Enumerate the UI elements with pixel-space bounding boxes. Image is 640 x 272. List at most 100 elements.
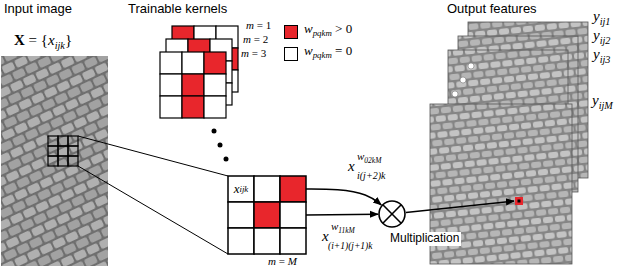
ellipsis-dot (212, 129, 217, 134)
text-part: 11kM (338, 226, 354, 235)
text-part: = 1 (254, 19, 271, 31)
power-base: x (348, 158, 355, 175)
patch-cell (48, 156, 58, 166)
kernel-cell (228, 228, 254, 254)
text-part: x (48, 32, 55, 48)
patch-cell (58, 156, 68, 166)
text-part: y (593, 8, 600, 24)
panel-title: Output features (447, 2, 537, 17)
patch-cell (48, 146, 58, 156)
output-pixel (515, 197, 523, 205)
text-part: m (246, 19, 254, 31)
ellipsis-dot (452, 91, 458, 97)
text-part: ijk (239, 184, 248, 194)
power-base: x (322, 228, 329, 245)
kernel-index: m = 2 (243, 33, 268, 46)
otimes-stroke (383, 205, 401, 223)
feature-symbol: yij3 (593, 46, 610, 65)
power-subscript: i(j+2)k (357, 170, 385, 182)
text-part: w (331, 220, 338, 232)
text-part: m (241, 47, 249, 59)
kernel-cell (182, 74, 204, 96)
feature-symbol: yij1 (593, 8, 610, 27)
patch-cell (48, 136, 58, 146)
kernel-cell (204, 52, 226, 74)
kernel-cell (280, 176, 306, 202)
kernel-cell (254, 228, 280, 254)
kernel-cell (160, 74, 182, 96)
feature-symbol: yij2 (593, 27, 610, 46)
pixel-symbol: xijk (228, 176, 254, 202)
text-part: = (276, 255, 288, 267)
text-part: y (592, 92, 599, 108)
text-part: ijk (55, 40, 65, 51)
power-subscript: (i+1)(j+1)k (328, 241, 372, 252)
otimes-symbol (378, 200, 406, 228)
output-pixel-center (518, 200, 521, 203)
ellipsis-dot (468, 63, 474, 69)
text-part: w (304, 43, 313, 58)
input-patch (48, 136, 78, 166)
weighted-input-arrow (306, 213, 378, 215)
text-part: X (14, 32, 25, 48)
text-part: ijM (599, 100, 613, 111)
kernel-cell (254, 202, 280, 228)
kernel-index: m = M (268, 255, 297, 268)
operation-label: Multiplication (388, 232, 461, 246)
text-part: x (322, 228, 329, 244)
text-part: > 0 (332, 21, 352, 36)
feature-symbol: yijM (592, 92, 613, 111)
output-arrow (406, 201, 514, 213)
text-part: pqkm (313, 28, 332, 38)
kernel-cell: xijk (228, 176, 254, 202)
text-part: i(j+2)k (357, 170, 385, 181)
kernel-cell (182, 96, 204, 118)
multiply-circle: Multiplication (378, 200, 406, 228)
patch-cell (68, 136, 78, 146)
text-part: } (65, 32, 72, 48)
kernel-cell (160, 96, 182, 118)
kernel-index: m = 1 (246, 19, 271, 32)
kernel-cell (204, 74, 226, 96)
text-part: m (243, 33, 251, 45)
kernel-cell (228, 176, 254, 202)
text-part: 02kM (364, 156, 381, 165)
ellipsis-dot (218, 143, 223, 148)
patch-cell (58, 136, 68, 146)
zoom-line (78, 166, 228, 254)
kernel-cell (228, 202, 254, 228)
ellipsis-dot (224, 157, 229, 162)
patch-cell (58, 146, 68, 156)
zoom-line (78, 136, 228, 176)
kernel-cell (204, 96, 226, 118)
panel-title: Trainable kernels (128, 2, 227, 17)
kernel-index: m = 3 (241, 47, 266, 60)
kernel-stack (160, 26, 238, 118)
input-symbol: X = {xijk} (14, 32, 72, 51)
kernel-grid (160, 52, 226, 118)
text-part: y (593, 27, 600, 43)
ellipsis-dot (460, 77, 466, 83)
text-part: pqkm (313, 50, 332, 60)
kernel-cell (160, 52, 182, 74)
text-part: w (357, 150, 364, 162)
kernel-cell (280, 228, 306, 254)
text-part: w (304, 21, 313, 36)
kernel-cell (182, 52, 204, 74)
text-part: ij2 (600, 35, 611, 46)
text-part: = 3 (249, 47, 266, 59)
input-image (1, 56, 108, 266)
text-part: x (234, 182, 240, 197)
otimes-stroke (383, 205, 401, 223)
kernel-zoom: m = Mxijk (228, 176, 306, 254)
kernel-cell (280, 202, 306, 228)
text-part: M (288, 255, 297, 267)
legend-swatch (284, 25, 298, 39)
kernel-cell (254, 176, 280, 202)
legend-swatch (284, 47, 298, 61)
text-part: ij3 (600, 54, 611, 65)
power-exponent: w11kM (331, 220, 355, 235)
